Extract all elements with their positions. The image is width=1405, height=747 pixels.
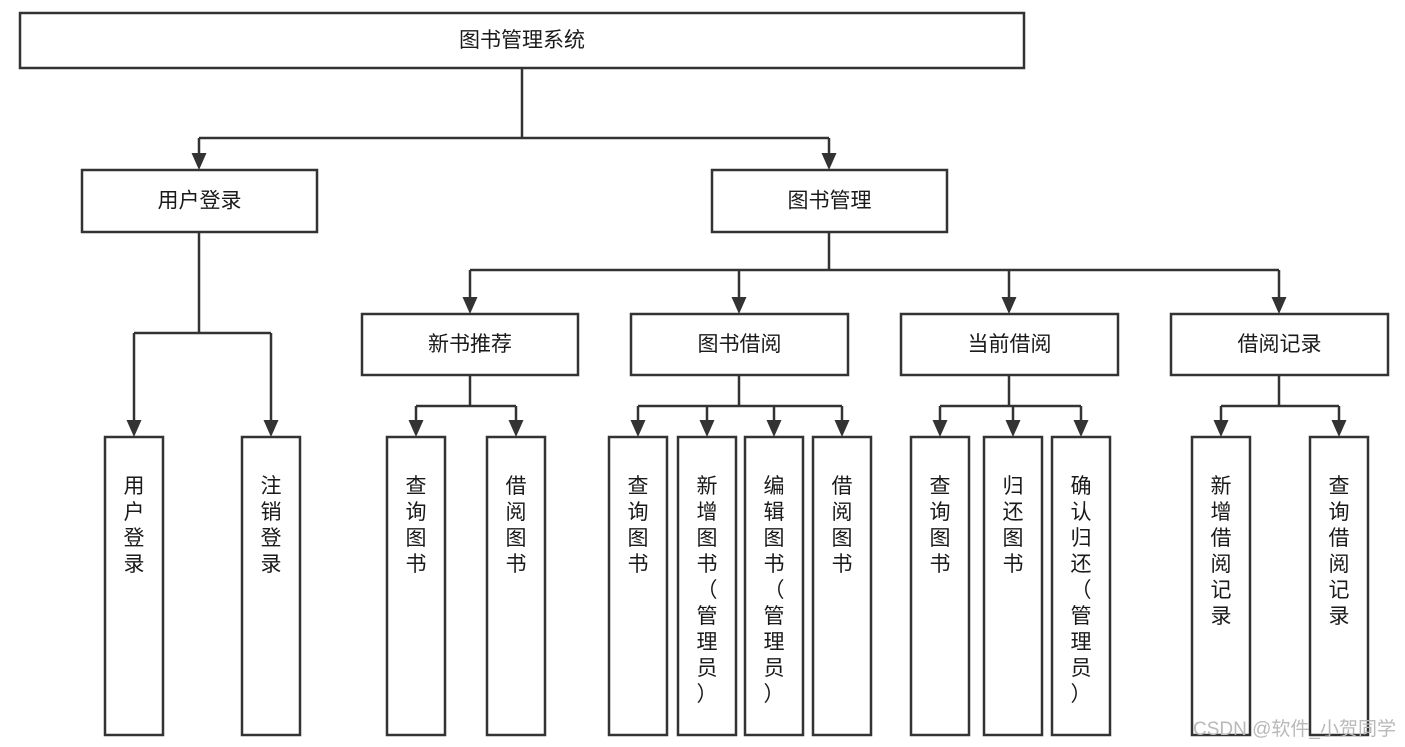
connector-arrowhead (932, 420, 948, 437)
level1-node-label: 图书管理 (788, 190, 872, 213)
node-leaf-logout[interactable]: 注销登录 (240, 435, 302, 737)
connector-group-record-to-leaves (1219, 375, 1341, 421)
node-leaf-query-book-recommend[interactable]: 查询图书 (385, 435, 447, 737)
leaf-node-label: 新增借阅记录 (1211, 475, 1232, 628)
leaf-node-box[interactable] (1050, 435, 1112, 737)
leaf-node-box[interactable] (485, 435, 547, 737)
connector-group-current-to-leaves (938, 375, 1083, 421)
connector-group-userlogin-to-leaves (132, 232, 273, 421)
connector-group-borrow-to-leaves (636, 375, 844, 421)
connector-arrowhead (1073, 420, 1089, 437)
level2-node-label: 图书借阅 (698, 333, 782, 356)
level2-node-label: 新书推荐 (428, 333, 512, 356)
connector-arrowhead (834, 420, 850, 437)
level1-node-box[interactable] (80, 168, 319, 234)
leaf-node-box[interactable] (982, 435, 1044, 737)
node-leaf-query-book-borrow[interactable]: 查询图书 (607, 435, 669, 737)
node-leaf-borrow-book[interactable]: 借阅图书 (811, 435, 873, 737)
connector-group-recommend-to-leaves (414, 375, 518, 421)
level2-node-box[interactable] (629, 312, 850, 377)
node-root[interactable]: 图书管理系统 (18, 11, 1026, 70)
leaf-node-box[interactable] (240, 435, 302, 737)
connector-group-bookmgmt-to-level2 (468, 232, 1281, 298)
leaf-node-label: 编辑图书（管理员） (764, 475, 785, 706)
csdn-watermark: CSDN @软件_小贺同学 (1193, 718, 1396, 740)
connector-arrowhead (1001, 297, 1017, 314)
level2-node-box[interactable] (1169, 312, 1390, 377)
node-borrow-record[interactable]: 借阅记录 (1169, 312, 1390, 377)
connector-arrowhead (699, 420, 715, 437)
connector-arrowhead (1213, 420, 1229, 437)
connector-arrowhead (731, 297, 747, 314)
leaf-node-box[interactable] (1308, 435, 1370, 737)
leaf-node-box[interactable] (811, 435, 873, 737)
leaf-node-box[interactable] (607, 435, 669, 737)
connector-arrowhead (630, 420, 646, 437)
leaf-node-label: 查询图书 (406, 475, 427, 576)
node-leaf-borrow-book-recommend[interactable]: 借阅图书 (485, 435, 547, 737)
leaf-node-label: 借阅图书 (832, 475, 853, 576)
leaf-node-label: 注销登录 (261, 475, 282, 576)
level2-node-label: 当前借阅 (968, 333, 1052, 356)
node-leaf-user-login[interactable]: 用户登录 (103, 435, 165, 737)
node-user-login[interactable]: 用户登录 (80, 168, 319, 234)
connector-arrowhead (1271, 297, 1287, 314)
connector-group-root-to-level1 (197, 68, 831, 154)
connector-arrowhead (126, 420, 142, 437)
connector-arrowhead (263, 420, 279, 437)
leaf-node-label: 新增图书（管理员） (697, 475, 718, 706)
leaf-node-box[interactable] (743, 435, 805, 737)
root-node-label: 图书管理系统 (459, 29, 585, 52)
level2-node-label: 借阅记录 (1238, 333, 1322, 356)
leaf-node-label: 查询图书 (628, 475, 649, 576)
connector-arrowhead (191, 153, 207, 170)
leaf-node-box[interactable] (676, 435, 738, 737)
node-leaf-add-borrow-record[interactable]: 新增借阅记录 (1190, 435, 1252, 737)
leaf-node-label: 用户登录 (124, 475, 145, 576)
leaf-node-label: 查询图书 (930, 475, 951, 576)
level2-node-box[interactable] (360, 312, 580, 377)
node-leaf-confirm-return[interactable]: 确认归还（管理员） (1050, 435, 1112, 737)
node-leaf-add-book[interactable]: 新增图书（管理员） (676, 435, 738, 737)
level1-node-box[interactable] (710, 168, 949, 234)
leaf-node-label: 归还图书 (1003, 475, 1024, 576)
connector-arrowhead (821, 153, 837, 170)
node-new-book-recommend[interactable]: 新书推荐 (360, 312, 580, 377)
leaf-node-box[interactable] (1190, 435, 1252, 737)
level2-node-box[interactable] (899, 312, 1120, 377)
connector-arrowhead (766, 420, 782, 437)
leaf-node-box[interactable] (103, 435, 165, 737)
node-book-borrow[interactable]: 图书借阅 (629, 312, 850, 377)
level1-node-label: 用户登录 (158, 190, 242, 213)
connector-arrowhead (1005, 420, 1021, 437)
leaf-node-box[interactable] (385, 435, 447, 737)
node-layer: 图书管理系统用户登录图书管理新书推荐图书借阅当前借阅借阅记录用户登录注销登录查询… (18, 11, 1390, 737)
node-leaf-query-borrow-record[interactable]: 查询借阅记录 (1308, 435, 1370, 737)
node-leaf-edit-book[interactable]: 编辑图书（管理员） (743, 435, 805, 737)
node-book-management[interactable]: 图书管理 (710, 168, 949, 234)
connector-arrowhead (1331, 420, 1347, 437)
connector-arrowhead (408, 420, 424, 437)
connector-arrowhead (462, 297, 478, 314)
node-leaf-return-book[interactable]: 归还图书 (982, 435, 1044, 737)
leaf-node-label: 确认归还（管理员） (1071, 475, 1092, 706)
leaf-node-label: 查询借阅记录 (1329, 475, 1350, 628)
node-leaf-query-book-current[interactable]: 查询图书 (909, 435, 971, 737)
connector-arrowhead (508, 420, 524, 437)
node-current-borrow[interactable]: 当前借阅 (899, 312, 1120, 377)
leaf-node-label: 借阅图书 (506, 475, 527, 576)
leaf-node-box[interactable] (909, 435, 971, 737)
connector-layer (126, 68, 1347, 437)
root-node-box[interactable] (18, 11, 1026, 70)
